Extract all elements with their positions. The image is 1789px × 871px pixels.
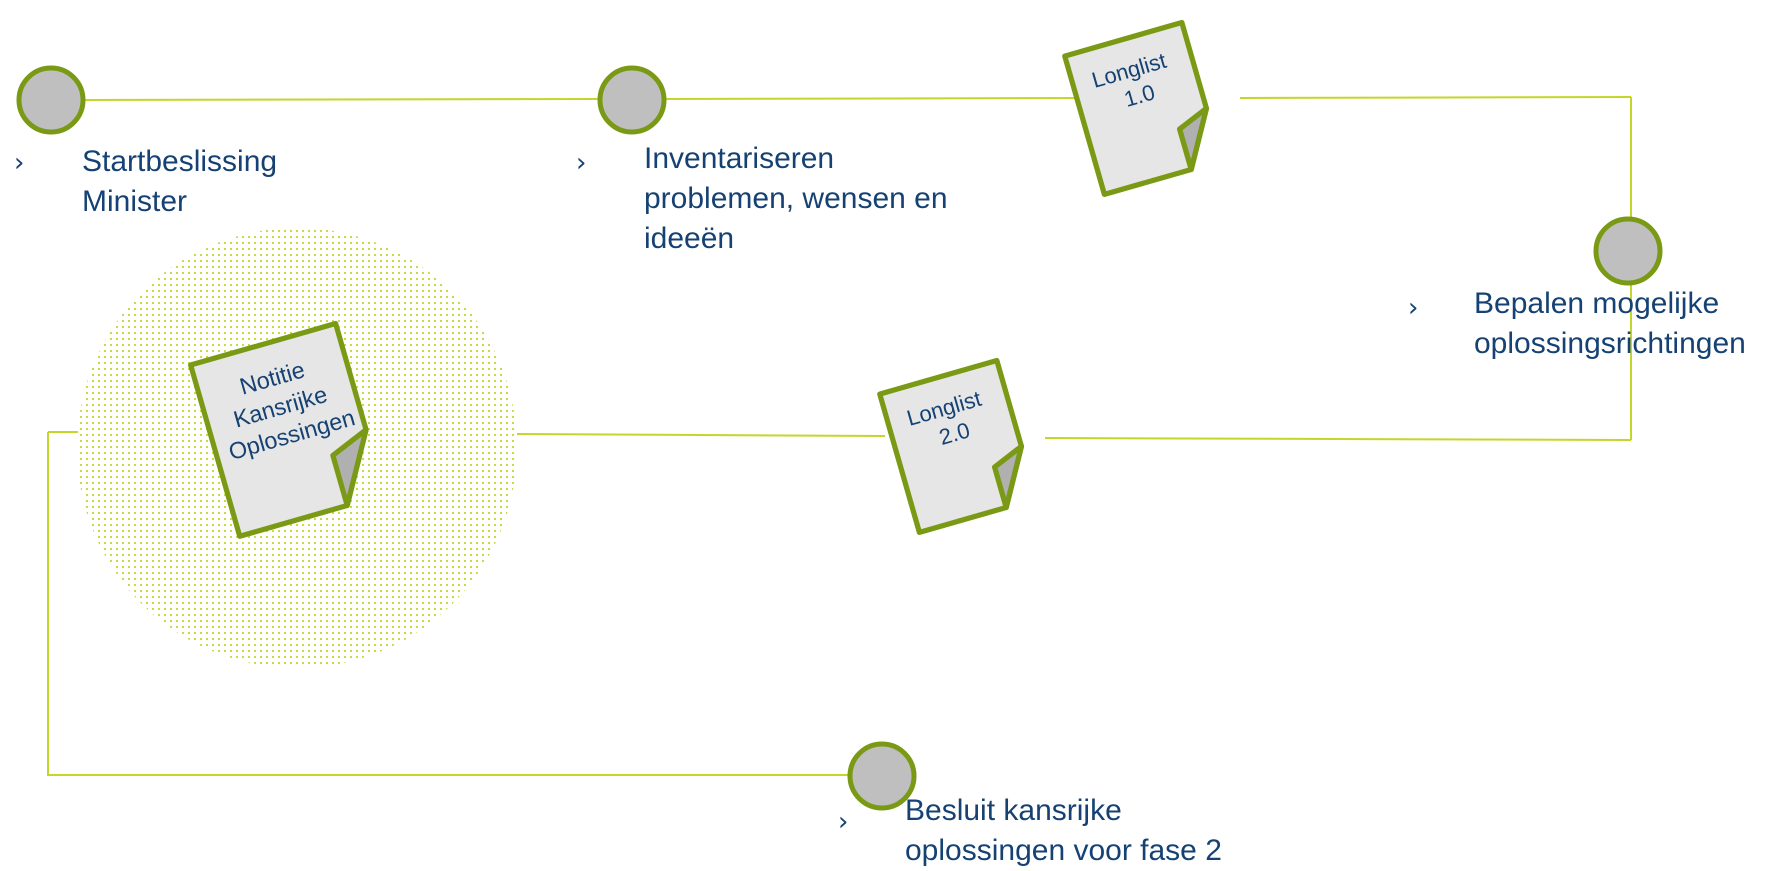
milestone-label-directions: Bepalen mogelijke oplossingsrichtingen [1474, 284, 1746, 364]
connector-start-to-inventory [82, 98, 601, 101]
document-longlist-2-icon: Longlist 2.0 [877, 357, 1025, 535]
milestone-node-start [16, 65, 86, 135]
document-notitie-icon: Notitie Kansrijke Oplossingen [188, 320, 369, 539]
connector-inventory-to-longlist1 [663, 97, 1089, 100]
chevron-right-icon: › [576, 148, 587, 178]
connector-longlist1-to-corner [1239, 96, 1632, 99]
directions-line1: Bepalen mogelijke [1474, 287, 1720, 320]
svg-text:Notitie Kansrijke: Notitie Kansrijke Oplossingen [209, 347, 358, 465]
milestone-label-start: Startbeslissing Minister [82, 142, 277, 222]
chevron-right-icon: › [1408, 293, 1419, 323]
decision-line1: Besluit kansrijke [905, 794, 1122, 827]
inventory-line1: Inventariseren [644, 142, 835, 175]
connector-corner-to-longlist2 [1044, 437, 1632, 441]
document-longlist-1-icon: Longlist 1.0 [1062, 19, 1210, 197]
inventory-line2: problemen, wensen en [644, 182, 948, 215]
chevron-right-icon: › [838, 807, 849, 837]
milestone-node-inventory [597, 65, 667, 135]
milestone-label-inventory: Inventariseren problemen, wensen en idee… [644, 139, 948, 259]
directions-line2: oplossingsrichtingen [1474, 327, 1746, 360]
start-line2: Minister [82, 185, 188, 218]
inventory-line3: ideeën [644, 222, 735, 255]
milestone-label-decision: Besluit kansrijke oplossingen voor fase … [905, 791, 1222, 871]
milestone-node-directions [1593, 216, 1663, 286]
milestone-node-decision [847, 741, 917, 811]
decision-line2: oplossingen voor fase 2 [905, 834, 1222, 867]
start-line1: Startbeslissing [82, 145, 278, 178]
connector-longlist2-to-notitie [516, 433, 886, 437]
chevron-right-icon: › [14, 148, 25, 178]
